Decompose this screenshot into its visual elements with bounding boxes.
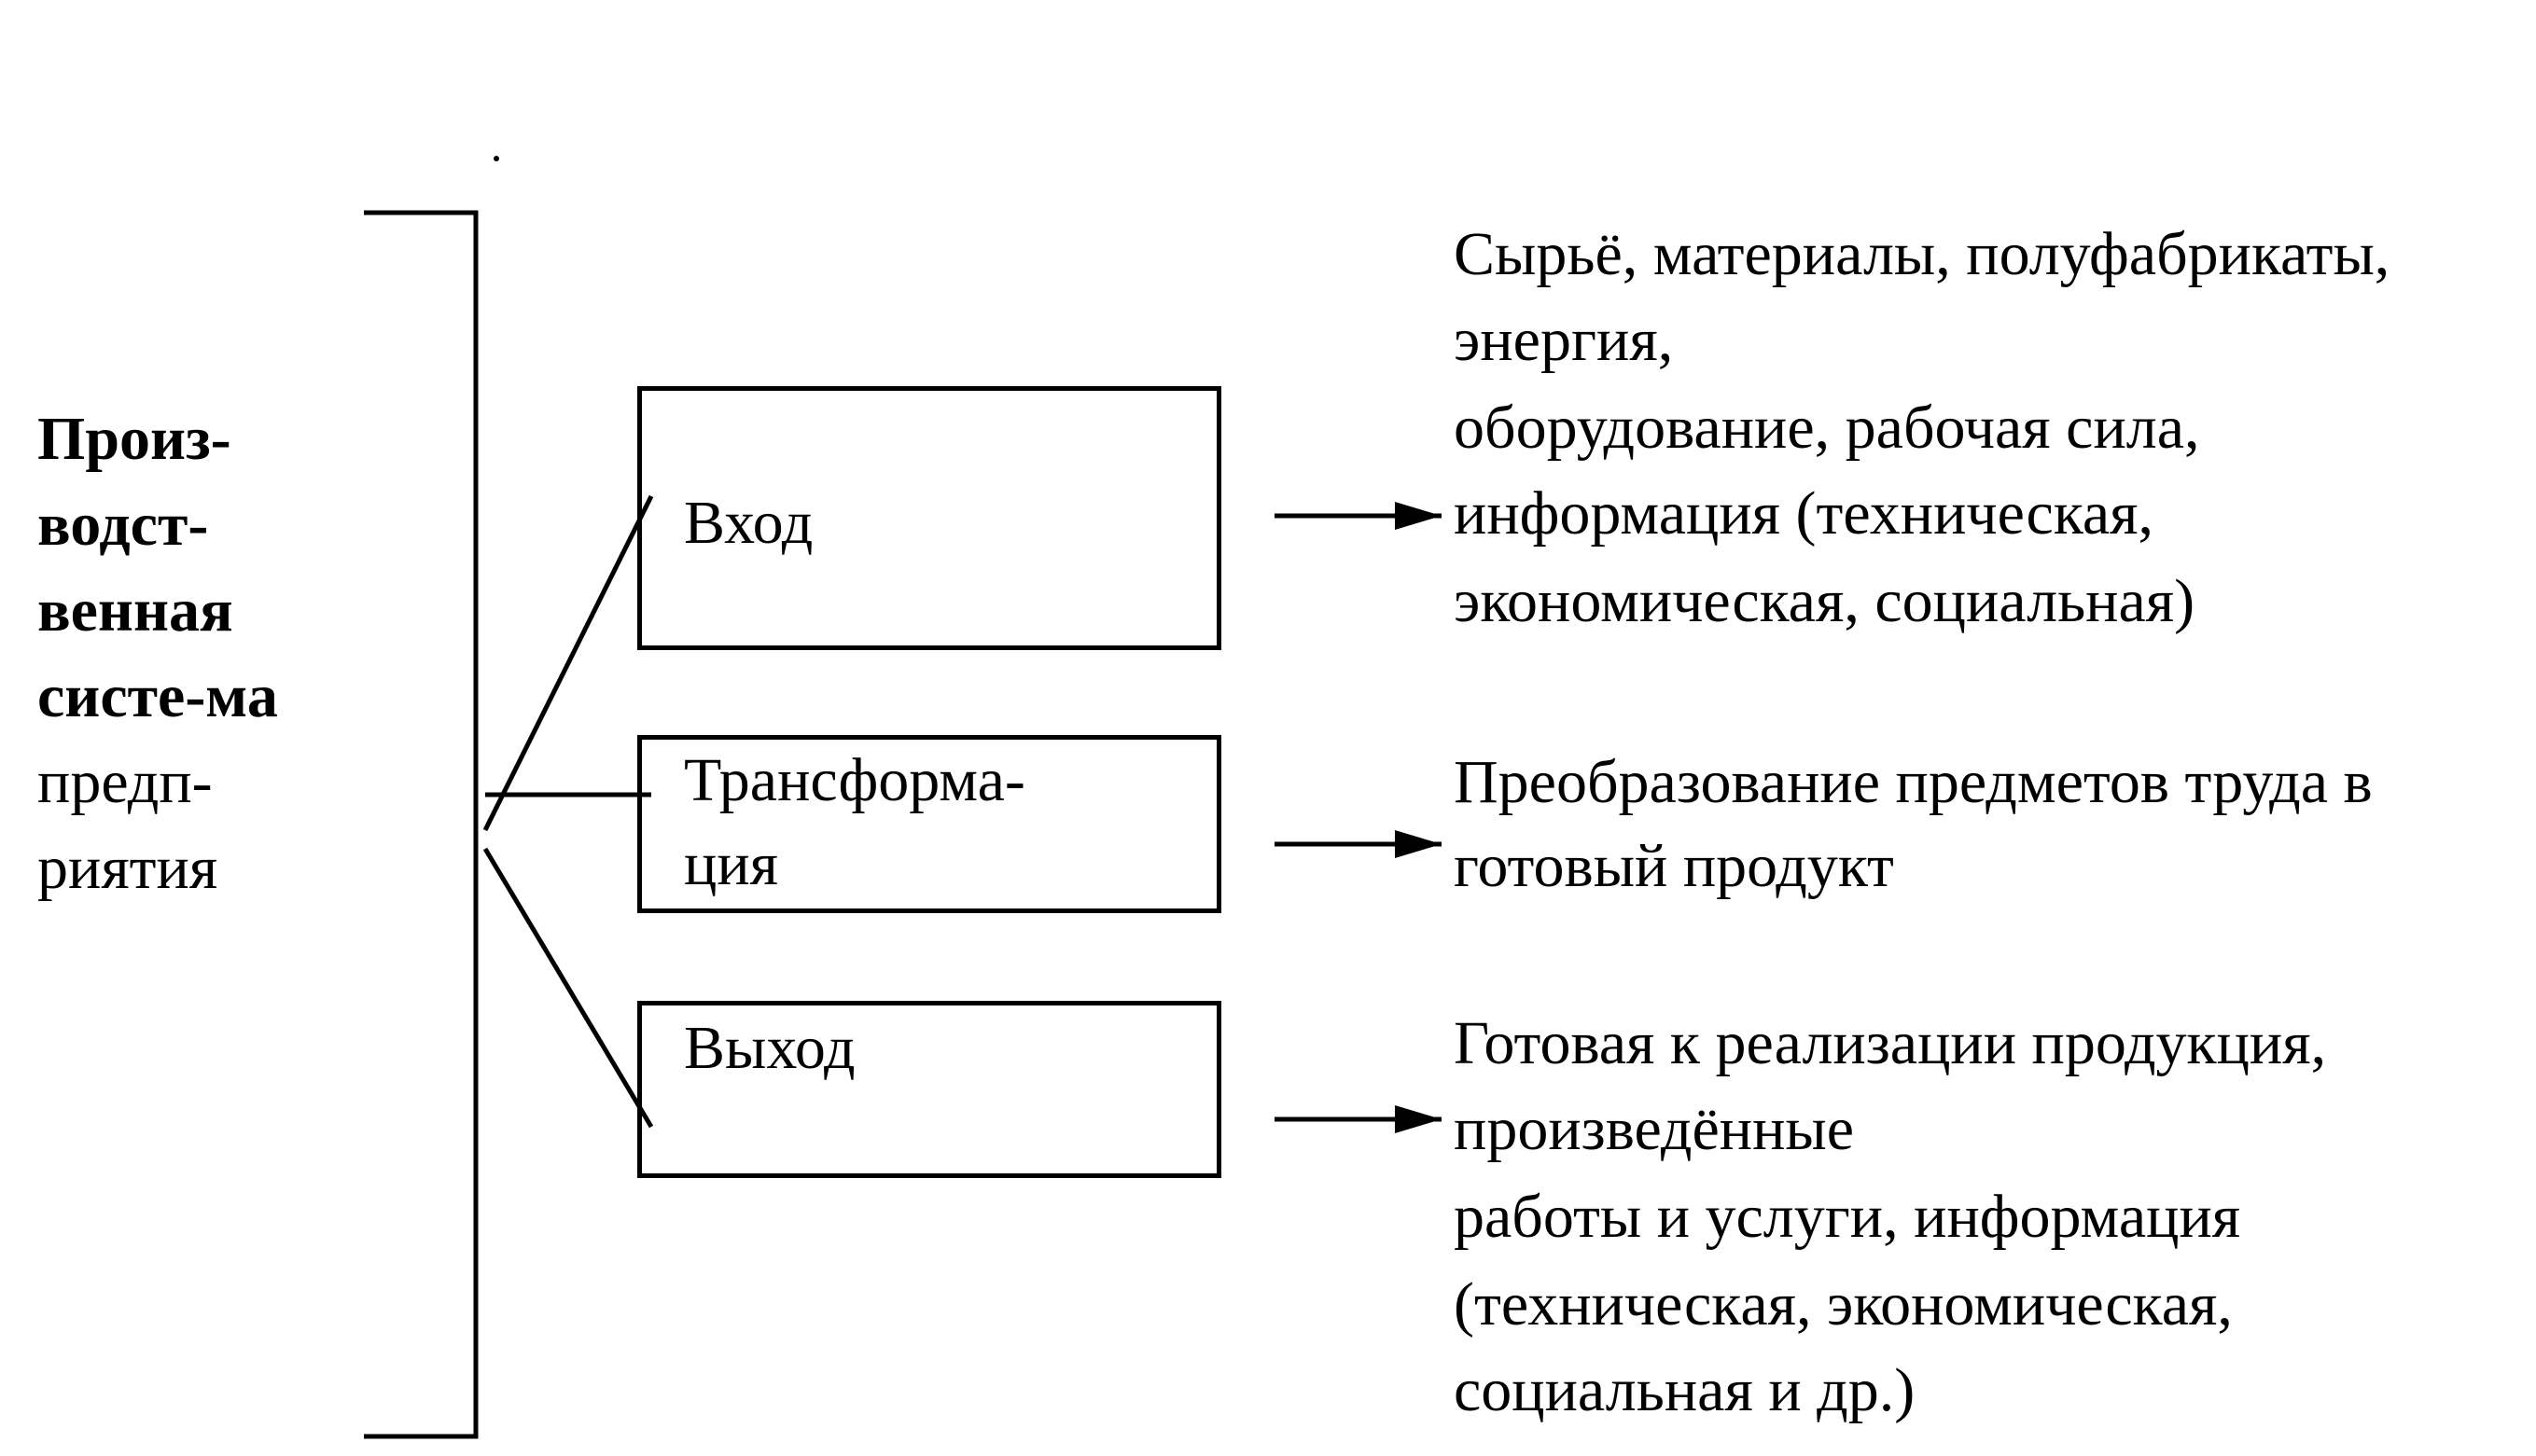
description-line: экономическая, социальная) xyxy=(1454,567,2195,635)
system-bracket xyxy=(364,210,479,1439)
stage-label-input: Вход xyxy=(684,489,814,557)
description-line: Готовая к реализации продукция, xyxy=(1454,1009,2327,1077)
stage-label-transformation-line: Трансформа- xyxy=(684,746,1025,814)
fan-line-input xyxy=(482,494,654,832)
description-line: социальная и др.) xyxy=(1454,1356,1916,1424)
description-line: энергия, xyxy=(1454,306,1674,374)
description-line: Преобразование предметов труда в xyxy=(1454,748,2373,816)
stray-dot xyxy=(494,156,499,161)
system-label-line: систе-ма xyxy=(37,662,278,730)
description-line: работы и услуги, информация xyxy=(1454,1183,2241,1251)
system-label-line: водст- xyxy=(37,491,209,559)
description-line: произведённые xyxy=(1454,1095,1855,1163)
fan-line-output xyxy=(482,847,654,1129)
description-line: Сырьё, материалы, полуфабрикаты, xyxy=(1454,220,2390,288)
description-line: информация (техническая, xyxy=(1454,479,2154,548)
description-line: оборудование, рабочая сила, xyxy=(1454,394,2200,462)
description-line: (техническая, экономическая, xyxy=(1454,1270,2233,1338)
stage-box-output: Выход xyxy=(637,1001,1221,1178)
stage-box-transformation: Трансформа- ция xyxy=(637,735,1221,913)
stage-box-input: Вход xyxy=(637,386,1221,650)
system-label-line: риятия xyxy=(37,834,218,902)
system-label-line: предп- xyxy=(37,748,213,816)
stage-label-transformation-line: ция xyxy=(684,830,778,898)
system-label-line: Произ- xyxy=(37,405,231,473)
system-label-line: венная xyxy=(37,576,233,645)
description-line: готовый продукт xyxy=(1454,832,1894,900)
stage-label-output: Выход xyxy=(684,1014,856,1082)
